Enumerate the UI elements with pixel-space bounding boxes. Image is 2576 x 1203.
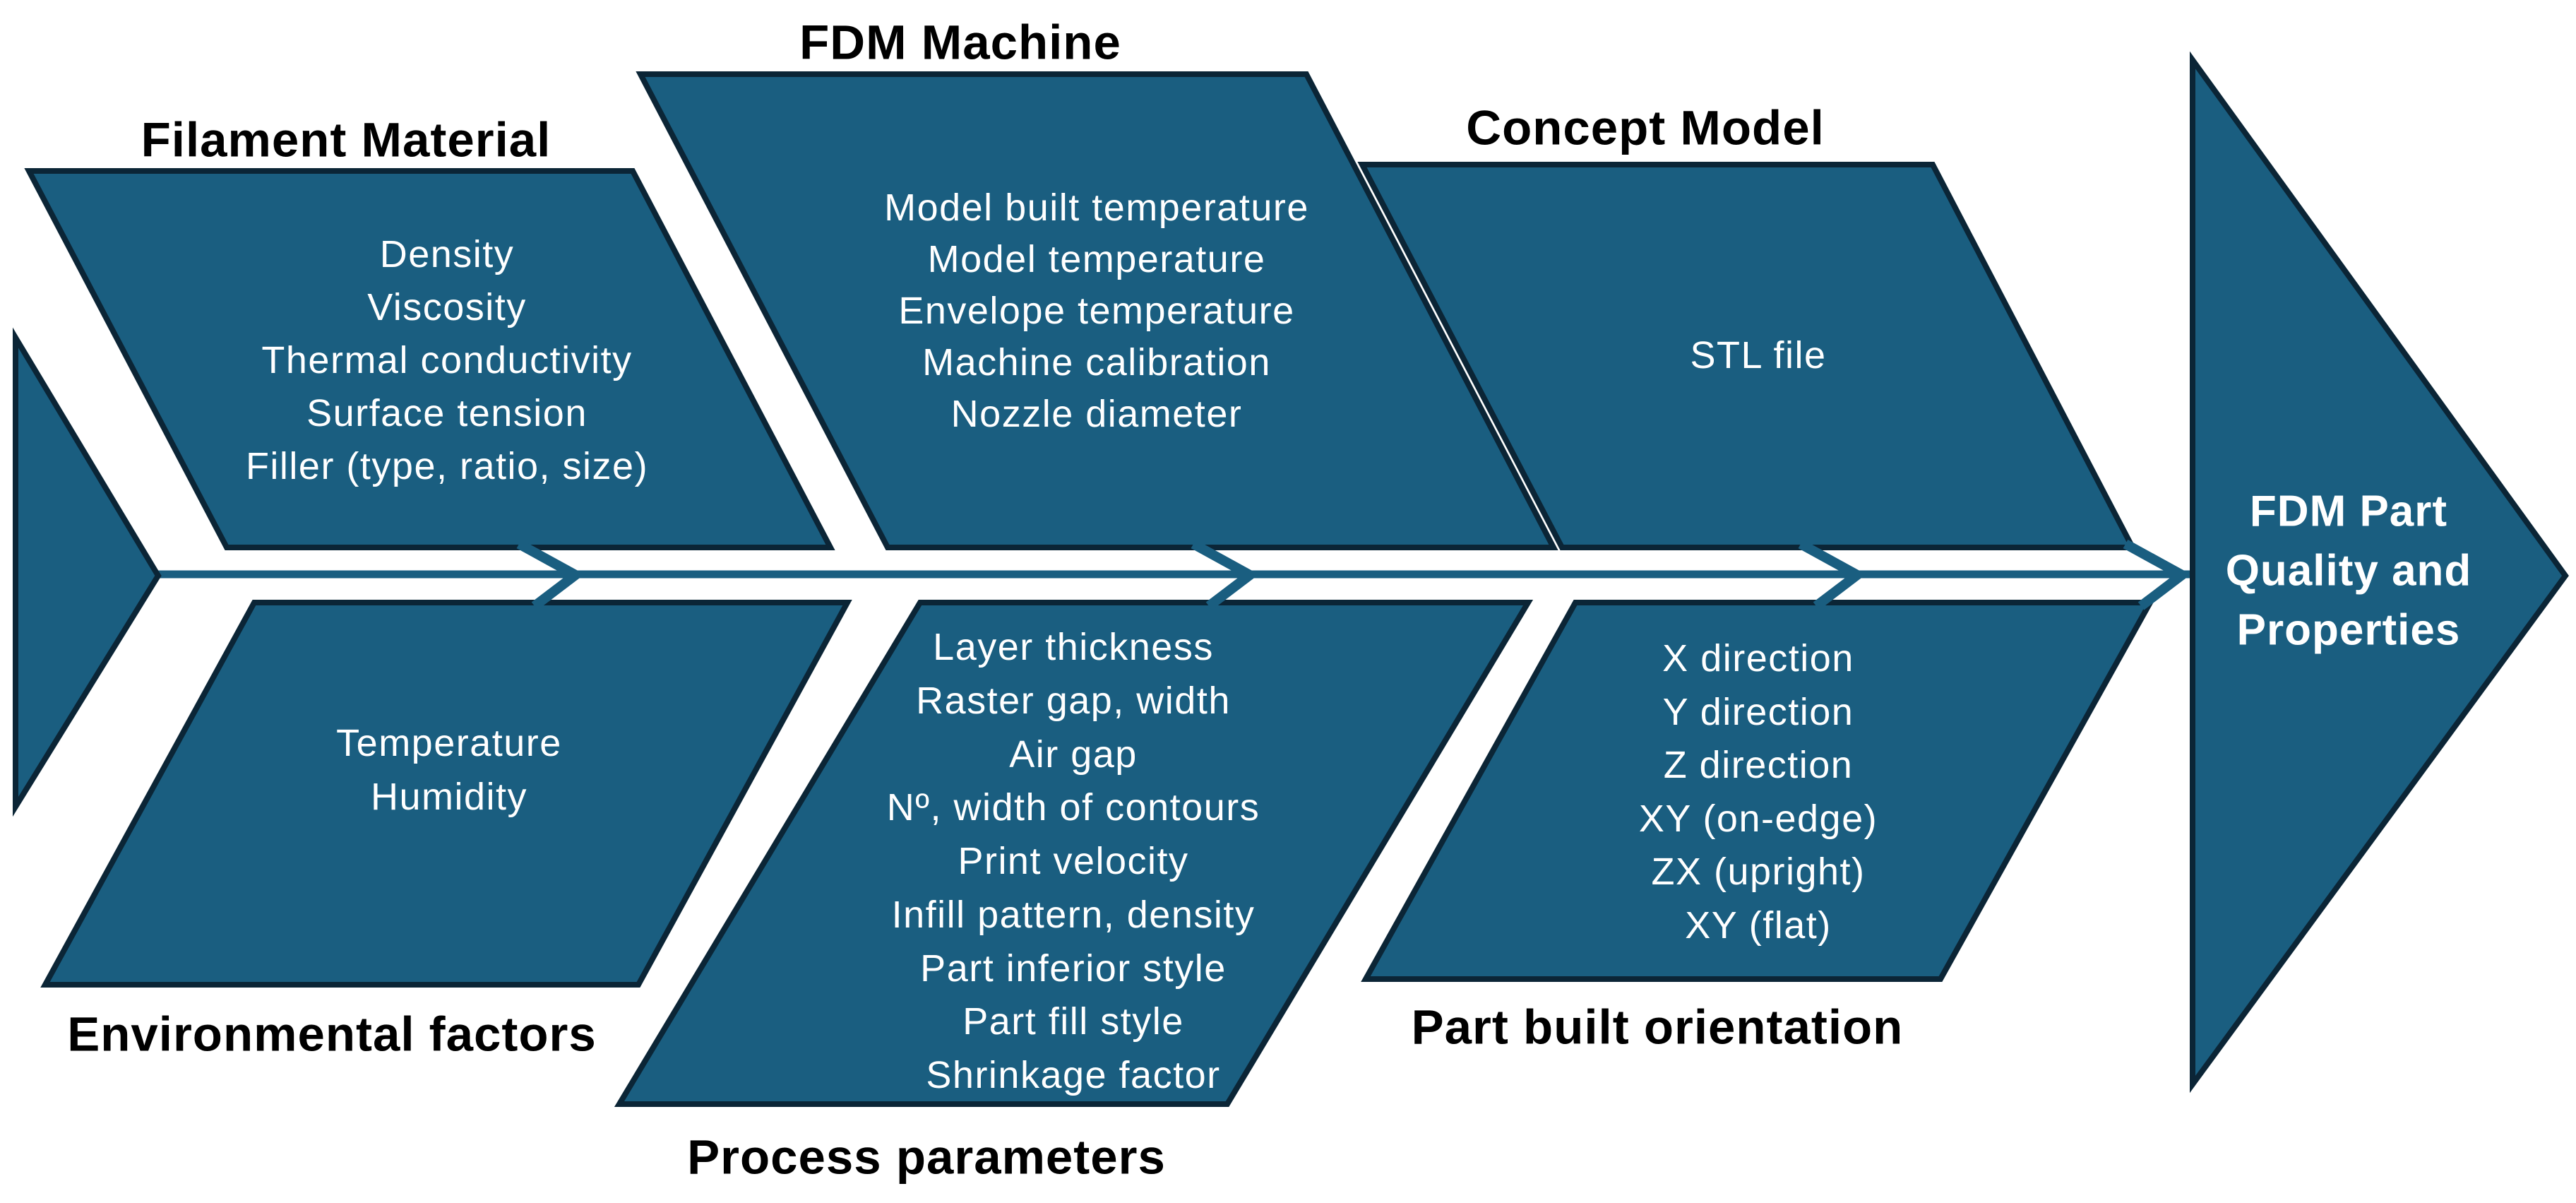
process-item: Raster gap, width [916,680,1231,722]
orientation-item: X direction [1662,637,1854,680]
fdm-machine-item: Model built temperature [884,186,1309,229]
process-item: Air gap [1009,733,1138,776]
effect-label-line: Properties [2237,606,2461,655]
process-parameters-title: Process parameters [687,1130,1166,1185]
filament-item: Filler (type, ratio, size) [246,445,648,487]
fdm-machine-item: Model temperature [928,238,1266,280]
concept-model-title: Concept Model [1466,101,1825,155]
fdm-machine-item: Nozzle diameter [951,393,1243,435]
filament-material-shape [24,168,835,550]
environmental-factors-shape [40,600,852,988]
filament-item: Thermal conductivity [261,339,632,381]
filament-item: Surface tension [306,392,588,434]
fdm-machine-title: FDM Machine [799,16,1121,70]
orientation-item: Y direction [1663,691,1854,733]
environmental-factors-title: Environmental factors [67,1007,597,1062]
fdm-machine-item: Machine calibration [922,341,1271,384]
environmental-item: Humidity [371,776,527,818]
effect-arrow-shape [2190,51,2569,1094]
spine-chevron-1 [516,539,585,610]
process-parameters-shape [614,600,1534,1107]
concept-model-item: STL file [1690,334,1826,377]
process-item: Part fill style [962,1000,1184,1043]
process-item: Nº, width of contours [887,786,1260,829]
orientation-item: XY (flat) [1685,904,1832,947]
process-item: Infill pattern, density [892,894,1256,936]
spine-start-arrow [13,327,162,817]
environmental-item: Temperature [336,722,562,764]
process-item: Layer thickness [933,626,1214,668]
process-item: Shrinkage factor [926,1054,1220,1096]
spine-chevron-4 [2123,539,2191,610]
effect-label-line: FDM Part [2250,487,2447,536]
fdm-machine-item: Envelope temperature [898,290,1294,332]
process-item: Part inferior style [920,947,1227,990]
orientation-item: ZX (upright) [1651,851,1865,893]
part-built-orientation-shape [1361,600,2155,982]
process-item: Print velocity [958,840,1188,882]
effect-label-line: Quality and [2226,547,2472,595]
filament-item: Viscosity [367,286,527,328]
part-built-orientation-title: Part built orientation [1412,1000,1904,1055]
filament-material-title: Filament Material [141,113,551,167]
fdm-machine-shape [636,71,1558,550]
spine-chevron-3 [1798,539,1866,610]
filament-item: Density [380,233,515,275]
orientation-item: XY (on-edge) [1639,798,1878,840]
orientation-item: Z direction [1664,744,1854,786]
spine-chevron-2 [1191,539,1259,610]
